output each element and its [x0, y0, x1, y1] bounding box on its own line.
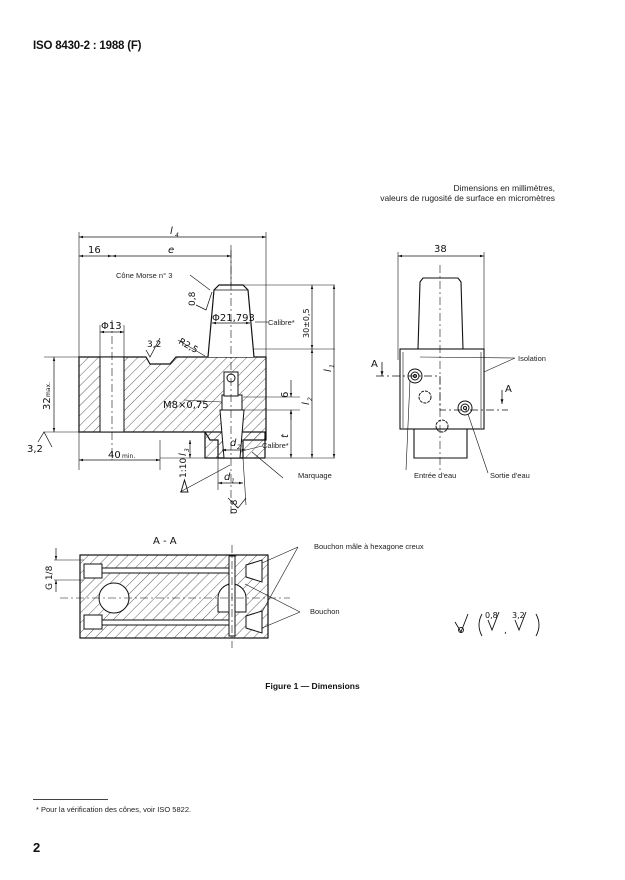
figure-caption: Figure 1 — Dimensions	[265, 681, 360, 691]
taper-ratio: 1:10	[179, 458, 189, 478]
dim-d1-sub: 1	[231, 478, 235, 485]
thread-bore	[221, 394, 243, 411]
units-note-line2: valeurs de rugosité de surface en microm…	[380, 193, 555, 203]
dim-l2: l	[301, 402, 312, 405]
dim-l4: l	[170, 226, 173, 237]
units-note-line1: Dimensions en millimètres,	[453, 183, 555, 193]
dim-l2-sub: 2	[307, 397, 314, 401]
section-view	[54, 545, 301, 648]
dim-l1-sub: 1	[329, 364, 336, 368]
dim-r2-5: R2,5	[177, 337, 200, 356]
section-mark-right: A	[505, 384, 512, 395]
footnote-rule	[33, 799, 108, 800]
dim-t: t	[280, 433, 291, 438]
dim-32-max: 32	[42, 397, 53, 410]
dim-phi13: Φ13	[101, 321, 122, 332]
dim-l1: l	[323, 369, 334, 372]
section-title: A - A	[153, 536, 177, 547]
dim-l4-sub: 4	[175, 232, 179, 239]
general-roughness-3-2: 3,2	[512, 611, 525, 620]
dim-16: 16	[88, 245, 101, 256]
dim-e: e	[168, 245, 174, 256]
thread-g-1-8: G 1/8	[45, 565, 55, 590]
front-view-labels: l 4 16 e Cône Morse n° 3 Φ13 3,2 R2,5 0,…	[27, 226, 336, 514]
dim-phi-21-793: Φ21,793	[212, 313, 255, 324]
document-header: ISO 8430-2 : 1988 (F)	[33, 40, 142, 52]
dim-40-min-suffix: min.	[122, 453, 135, 460]
units-note: Dimensions en millimètres, valeurs de ru…	[380, 183, 555, 203]
base-roughness-3-2: 3,2	[27, 444, 43, 455]
front-view	[37, 232, 336, 515]
svg-text:,: ,	[504, 626, 507, 636]
dim-30-tol: 30±0,5	[302, 308, 311, 338]
dim-40-min: 40	[108, 450, 121, 461]
water-in-label: Entrée d'eau	[414, 471, 456, 480]
side-view	[376, 252, 516, 474]
dim-32-max-suffix: max.	[45, 382, 52, 397]
dim-d2: d	[230, 438, 237, 449]
gauge-label-bottom: Calibre*	[262, 441, 289, 450]
general-roughness-0-8: 0,8	[485, 611, 498, 620]
water-out-label: Sortie d'eau	[490, 471, 530, 480]
section-view-labels: A - A G 1/8 Bouchon mâle à hexagone creu…	[45, 536, 424, 616]
general-roughness-symbol: 0,8 , 3,2	[454, 611, 540, 637]
plug-label: Bouchon	[310, 607, 340, 616]
section-mark-left: A	[371, 359, 378, 370]
dim-d2-sub: 2	[237, 444, 241, 451]
footnote: * Pour la vérification des cônes, voir I…	[36, 805, 192, 814]
dim-l3: l	[178, 453, 189, 456]
marking-label: Marquage	[298, 471, 332, 480]
page-number: 2	[33, 840, 41, 855]
dim-38: 38	[434, 244, 447, 255]
roughness-3-2-top: 3,2	[147, 340, 161, 350]
thread-label: M8×0,75	[163, 400, 209, 411]
dim-6: 6	[280, 392, 291, 398]
dim-d1: d	[224, 472, 231, 483]
hex-plug-label: Bouchon mâle à hexagone creux	[314, 542, 424, 551]
insulation-label: Isolation	[518, 354, 546, 363]
roughness-0-8-top: 0,8	[188, 291, 198, 306]
side-view-labels: 38 A A Isolation Entrée d'eau Sortie d'e…	[371, 244, 546, 480]
cone-label: Cône Morse n° 3	[116, 271, 172, 280]
roughness-0-8-bottom: 0,8	[230, 499, 240, 514]
gauge-label-top: Calibre*	[268, 318, 295, 327]
dim-l3-sub: 3	[184, 448, 191, 452]
